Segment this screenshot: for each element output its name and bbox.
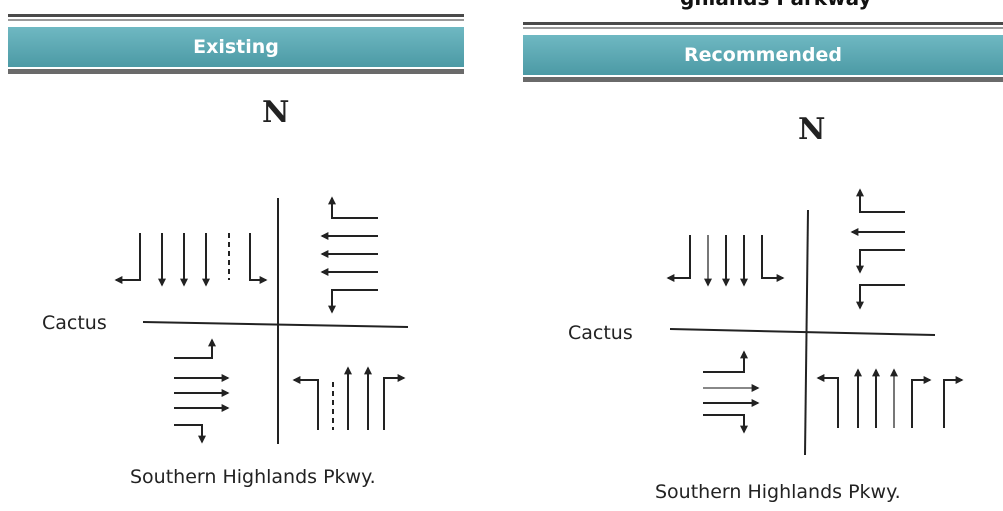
page-title: ghlands Parkway xyxy=(680,0,872,10)
existing-intersection xyxy=(142,198,409,444)
eb-right-arrow xyxy=(174,424,206,444)
ew-street-label-existing: Cactus xyxy=(42,312,107,334)
existing-southbound-lanes xyxy=(114,233,268,287)
wb-left-arrow xyxy=(328,289,378,314)
existing-eastbound-lanes xyxy=(174,338,230,444)
ns-street-label-recommended: Southern Highlands Pkwy. xyxy=(655,481,901,503)
header-rule xyxy=(523,22,1003,25)
recommended-southbound-lanes xyxy=(666,235,785,287)
recommended-header: Recommended xyxy=(523,22,1003,84)
header-rule xyxy=(8,14,464,17)
nb-left-arrow xyxy=(292,376,319,430)
existing-heading: Existing xyxy=(8,27,464,67)
header-rule xyxy=(8,19,464,21)
existing-westbound-lanes xyxy=(320,196,378,314)
recommended-intersection xyxy=(669,209,936,456)
header-rule xyxy=(523,77,1003,82)
nb-right-arrow xyxy=(911,376,932,428)
recommended-northbound-lanes xyxy=(816,368,964,428)
wb-right-arrow xyxy=(328,196,378,219)
eb-left-arrow xyxy=(703,350,748,373)
ew-road-line xyxy=(669,328,936,336)
north-label-recommended: N xyxy=(798,112,826,147)
ew-street-label-recommended: Cactus xyxy=(568,322,633,344)
sb-right-arrow xyxy=(249,233,268,284)
header-rule xyxy=(523,27,1003,29)
recommended-eastbound-lanes xyxy=(703,350,760,434)
ns-street-label-existing: Southern Highlands Pkwy. xyxy=(130,466,376,488)
sb-right-arrow xyxy=(761,235,785,282)
wb-right-arrow xyxy=(856,188,905,213)
existing-northbound-lanes xyxy=(292,366,406,430)
wb-left-arrow xyxy=(856,284,905,310)
nb-right-arrow xyxy=(943,376,964,428)
sb-left-arrow xyxy=(666,235,691,282)
nb-right-arrow xyxy=(383,374,406,430)
recommended-westbound-lanes xyxy=(850,188,905,310)
eb-right-arrow xyxy=(703,414,748,434)
recommended-heading: Recommended xyxy=(523,35,1003,75)
header-rule xyxy=(8,69,464,74)
eb-left-arrow xyxy=(174,338,216,359)
sb-left-arrow xyxy=(114,233,141,284)
wb-left-arrow xyxy=(856,249,905,274)
ew-road-line xyxy=(142,321,409,328)
nb-left-arrow xyxy=(816,374,839,428)
north-label-existing: N xyxy=(262,95,290,130)
existing-header: Existing xyxy=(8,14,464,76)
